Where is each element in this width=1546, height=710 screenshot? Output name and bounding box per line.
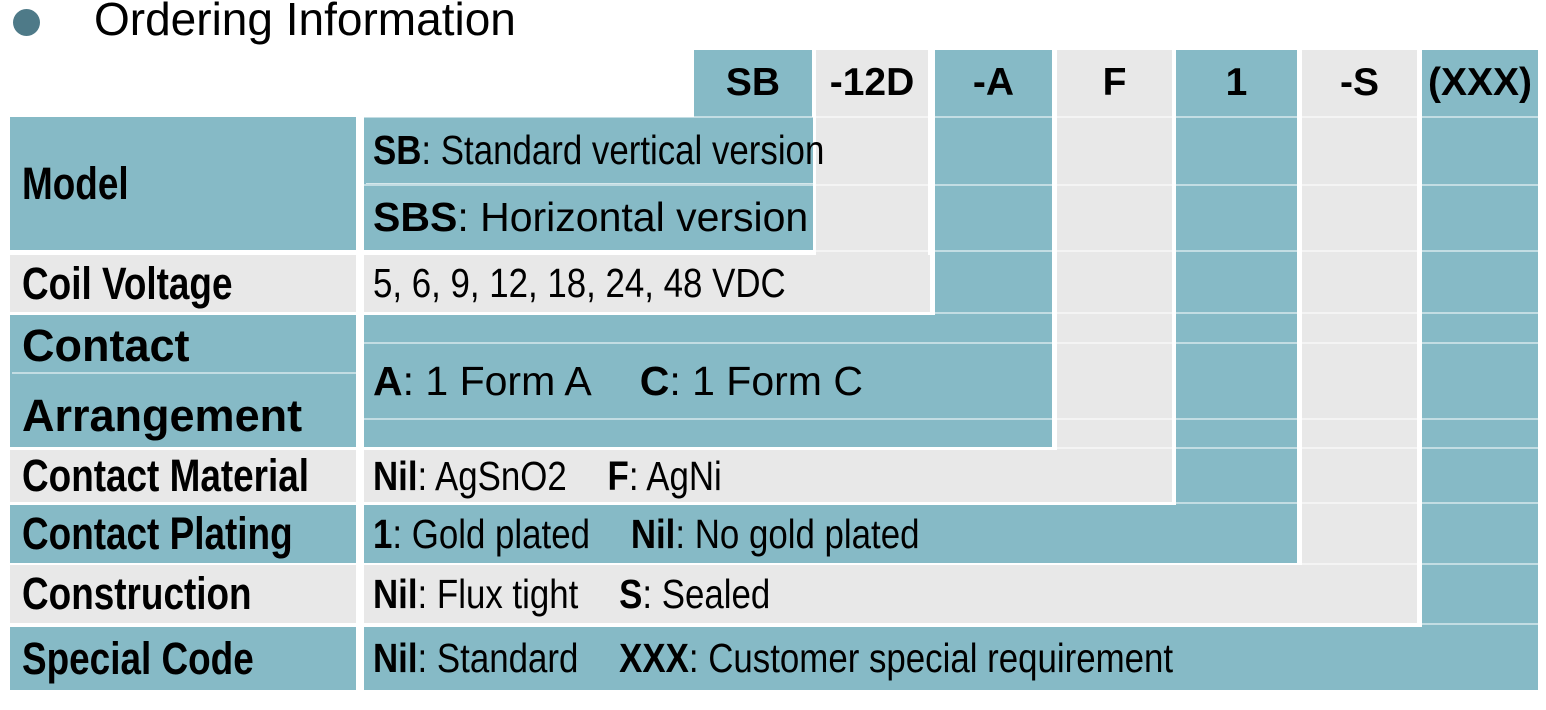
section-title: Ordering Information bbox=[94, 0, 516, 45]
row-label-construction-text: Construction bbox=[22, 568, 252, 620]
model-option-sbs-text: SBS: Horizontal version bbox=[373, 194, 808, 241]
special-xxx-text: : Customer special requirement bbox=[688, 635, 1174, 681]
construction-options: Nil: Flux tight S: Sealed bbox=[373, 571, 770, 618]
code-cell-contact-arrangement: -A bbox=[972, 61, 1015, 104]
special-code-option-nil: Nil: Standard bbox=[373, 635, 578, 681]
row-label-contact-plating: Contact Plating bbox=[10, 505, 356, 563]
model-option-sb-desc: : Standard vertical version bbox=[421, 126, 825, 173]
material-f-prefix: F bbox=[607, 452, 629, 499]
code-cell-model: SB bbox=[725, 61, 781, 104]
contact-plating-option-nil: Nil: No gold plated bbox=[631, 511, 920, 557]
row-label-model: Model bbox=[10, 117, 356, 250]
coil-voltage-text: 5, 6, 9, 12, 18, 24, 48 VDC bbox=[373, 260, 786, 306]
code-cell-special-code: (XXX) bbox=[1427, 61, 1532, 104]
grid-line bbox=[364, 623, 1538, 625]
code-cell-coil-voltage: -12D bbox=[829, 61, 915, 104]
grid-line bbox=[364, 312, 1538, 314]
construction-option-s: S: Sealed bbox=[619, 571, 770, 617]
construction-nil-text: : Flux tight bbox=[417, 570, 579, 617]
option-a-text: : 1 Form A bbox=[402, 357, 592, 404]
construction-nil-prefix: Nil bbox=[373, 570, 418, 617]
special-code-options: Nil: Standard XXX: Customer special requi… bbox=[373, 635, 1173, 682]
model-option-sb-text: SB: Standard vertical version bbox=[373, 127, 824, 174]
row-desc-contact-material: Nil: AgSnO2 F: AgNi bbox=[364, 450, 1172, 502]
grid-line bbox=[12, 372, 356, 374]
contact-arrangement-option-c: C: 1 Form C bbox=[640, 358, 863, 404]
grid-line bbox=[364, 184, 1538, 186]
row-label-contact-line2: Arrangement bbox=[22, 390, 303, 441]
model-option-sbs-desc: : Horizontal version bbox=[457, 193, 809, 240]
grid-line bbox=[364, 447, 1538, 449]
row-label-construction: Construction bbox=[10, 565, 356, 623]
row-desc-coil-voltage: 5, 6, 9, 12, 18, 24, 48 VDC bbox=[364, 255, 930, 312]
row-label-contact-material: Contact Material bbox=[10, 450, 356, 502]
grid-line bbox=[364, 418, 1538, 420]
plating-nil-text: : No gold plated bbox=[675, 510, 920, 557]
option-a-prefix: A bbox=[373, 357, 403, 404]
contact-material-option-nil: Nil: AgSnO2 bbox=[373, 453, 567, 499]
row-desc-contact-arrangement: A: 1 Form A C: 1 Form C bbox=[364, 315, 1052, 447]
plating-nil-prefix: Nil bbox=[630, 510, 676, 557]
model-option-sb: SB: Standard vertical version bbox=[364, 117, 824, 183]
contact-plating-options: 1: Gold plated Nil: No gold plated bbox=[373, 511, 919, 558]
option-c-text: : 1 Form C bbox=[669, 357, 863, 404]
code-column-contact-plating: 1 bbox=[1176, 50, 1297, 563]
code-cell-contact-plating: 1 bbox=[1225, 61, 1248, 104]
special-nil-prefix: Nil bbox=[373, 635, 418, 681]
grid-line bbox=[364, 502, 1538, 504]
model-option-sb-prefix: SB bbox=[373, 126, 422, 173]
row-desc-special-code: Nil: Standard XXX: Customer special requi… bbox=[364, 627, 1538, 690]
material-f-text: : AgNi bbox=[628, 452, 722, 499]
row-label-contact-line1: Contact bbox=[22, 320, 190, 371]
row-label-coil-voltage: Coil Voltage bbox=[10, 255, 356, 312]
plating-1-text: : Gold plated bbox=[392, 510, 591, 557]
row-label-contact-material-text: Contact Material bbox=[22, 450, 310, 502]
code-column-contact-material: F bbox=[1057, 50, 1172, 502]
model-option-sbs-prefix: SBS bbox=[373, 193, 458, 240]
contact-plating-option-1: 1: Gold plated bbox=[373, 511, 590, 557]
contact-material-option-f: F: AgNi bbox=[608, 453, 722, 499]
material-nil-prefix: Nil bbox=[373, 452, 418, 499]
row-label-contact-arrangement: Contact Arrangement bbox=[10, 315, 356, 447]
code-cell-contact-material: F bbox=[1102, 61, 1127, 104]
option-c-prefix: C bbox=[639, 357, 670, 404]
model-option-sbs: SBS: Horizontal version bbox=[364, 184, 813, 250]
row-label-contact-plating-text: Contact Plating bbox=[22, 508, 293, 560]
row-label-special-code-text: Special Code bbox=[22, 632, 254, 684]
row-desc-model: SB: Standard vertical version SBS: Horiz… bbox=[364, 117, 824, 250]
special-code-option-xxx: XXX: Customer special requirement bbox=[619, 635, 1173, 681]
construction-option-nil: Nil: Flux tight bbox=[373, 571, 578, 617]
code-column-special-code: (XXX) bbox=[1422, 50, 1538, 690]
row-desc-contact-plating: 1: Gold plated Nil: No gold plated bbox=[364, 505, 1297, 563]
code-column-construction: -S bbox=[1302, 50, 1417, 623]
model-subrow-divider bbox=[366, 183, 813, 184]
grid-line bbox=[364, 250, 1538, 252]
construction-s-text: : Sealed bbox=[642, 570, 771, 617]
contact-arrangement-options: A: 1 Form A C: 1 Form C bbox=[373, 358, 863, 405]
row-label-model-text: Model bbox=[22, 157, 129, 209]
row-desc-construction: Nil: Flux tight S: Sealed bbox=[364, 565, 1417, 623]
grid-line bbox=[364, 342, 1538, 344]
row-label-special-code: Special Code bbox=[10, 627, 356, 690]
special-nil-text: : Standard bbox=[417, 635, 579, 681]
special-xxx-prefix: XXX bbox=[619, 635, 689, 681]
row-label-coil-voltage-text: Coil Voltage bbox=[22, 257, 233, 309]
contact-material-options: Nil: AgSnO2 F: AgNi bbox=[373, 453, 722, 500]
section-bullet-icon bbox=[13, 9, 40, 36]
contact-arrangement-option-a: A: 1 Form A bbox=[373, 358, 592, 404]
grid-line bbox=[364, 116, 1538, 118]
construction-s-prefix: S bbox=[619, 570, 643, 617]
plating-1-prefix: 1 bbox=[373, 510, 393, 557]
coil-voltage-values: 5, 6, 9, 12, 18, 24, 48 VDC bbox=[373, 260, 786, 307]
material-nil-text: : AgSnO2 bbox=[417, 452, 567, 499]
code-cell-construction: -S bbox=[1340, 61, 1379, 104]
grid-line bbox=[364, 563, 1538, 565]
